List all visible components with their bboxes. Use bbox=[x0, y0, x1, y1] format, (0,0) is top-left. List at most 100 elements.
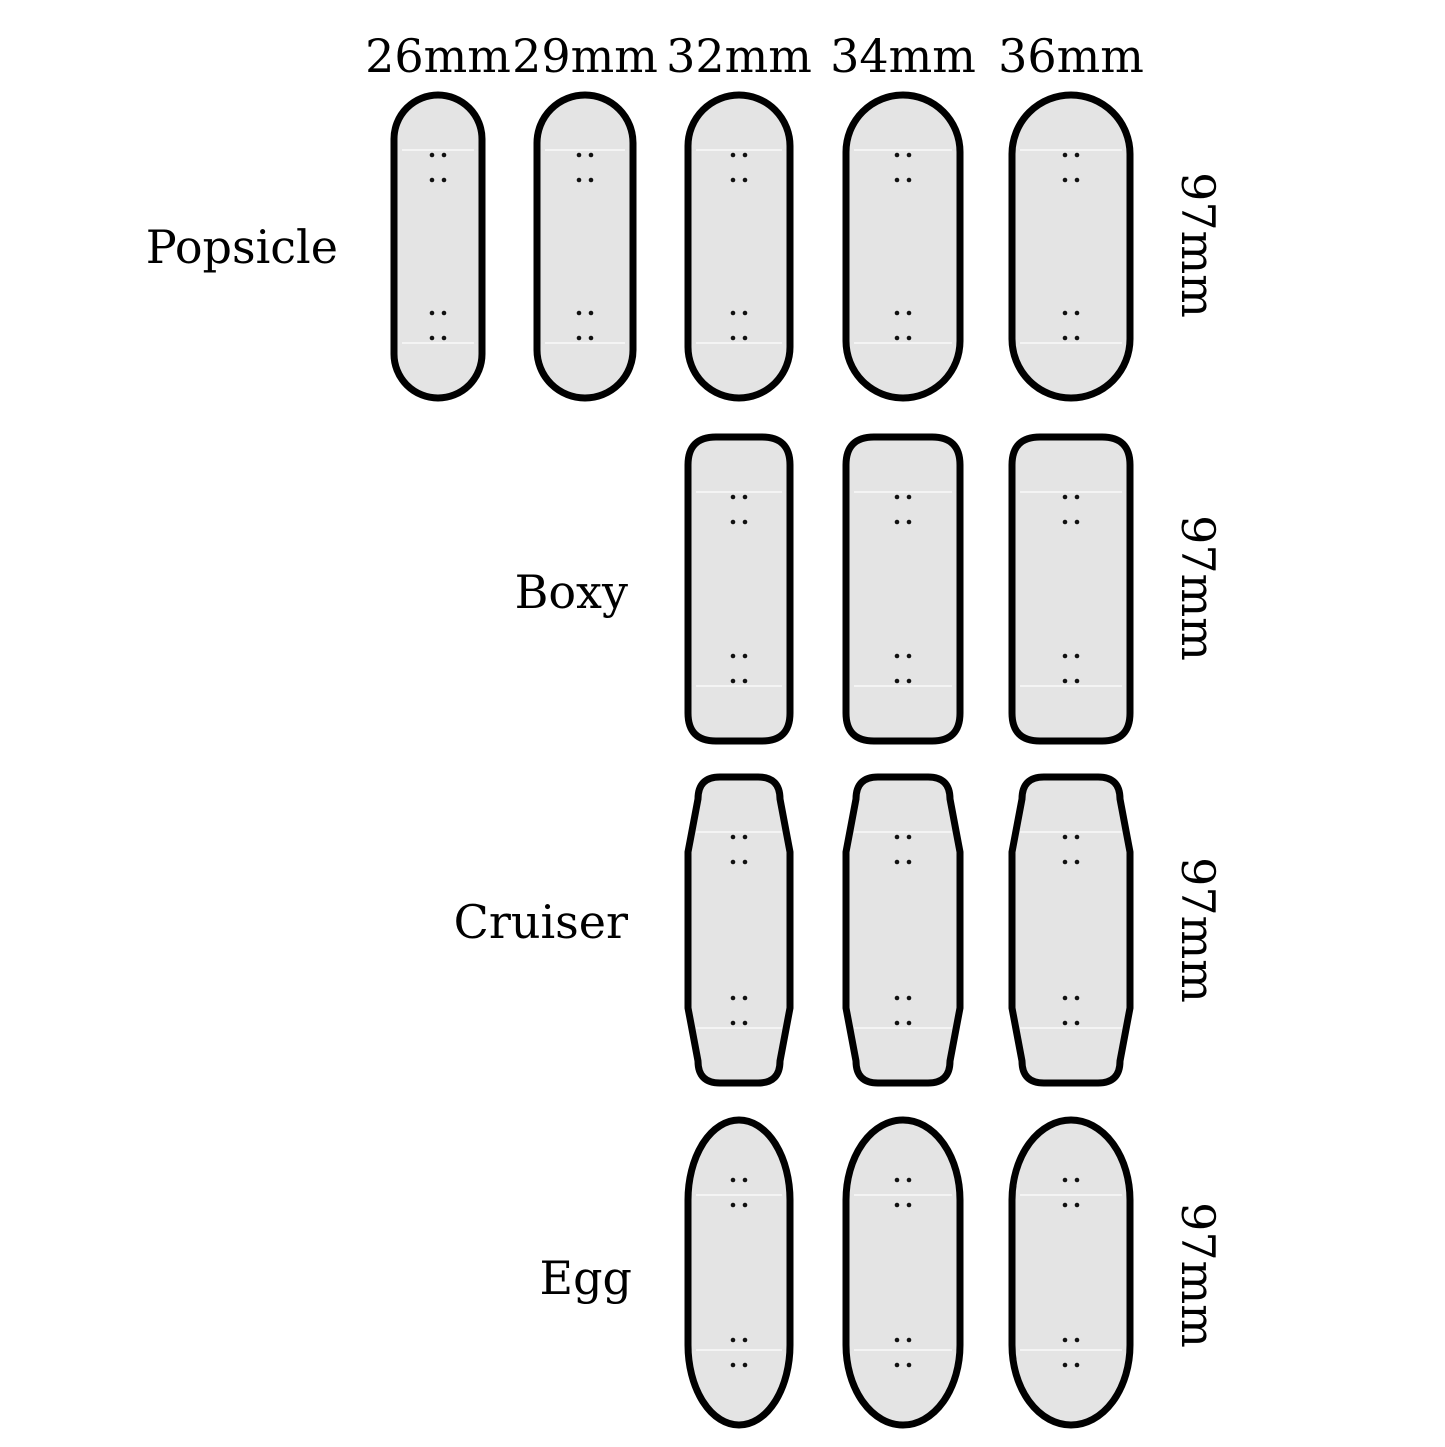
width-label-29mm: 29mm bbox=[512, 29, 658, 83]
truck-hole bbox=[730, 1202, 736, 1208]
length-labels: 97mm 97mm 97mm 97mm bbox=[1171, 172, 1225, 1348]
truck-hole bbox=[1074, 1177, 1080, 1183]
truck-hole bbox=[588, 152, 594, 158]
truck-hole bbox=[576, 152, 582, 158]
truck-hole bbox=[730, 310, 736, 316]
truck-hole bbox=[1062, 859, 1068, 865]
truck-hole bbox=[906, 1177, 912, 1183]
truck-hole bbox=[730, 653, 736, 659]
truck-hole bbox=[742, 995, 748, 1001]
truck-hole bbox=[906, 1362, 912, 1368]
truck-hole bbox=[894, 1337, 900, 1343]
deck-popsicle-26mm bbox=[390, 91, 486, 402]
truck-hole bbox=[429, 177, 435, 183]
truck-hole bbox=[894, 335, 900, 341]
width-label-26mm: 26mm bbox=[365, 29, 511, 83]
truck-hole bbox=[576, 335, 582, 341]
truck-hole bbox=[1062, 335, 1068, 341]
truck-hole bbox=[742, 1177, 748, 1183]
truck-hole bbox=[1062, 177, 1068, 183]
truck-hole bbox=[894, 1177, 900, 1183]
truck-hole bbox=[894, 1202, 900, 1208]
truck-hole bbox=[742, 859, 748, 865]
truck-hole bbox=[1074, 653, 1080, 659]
truck-hole bbox=[1062, 678, 1068, 684]
deck-cruiser-32mm bbox=[684, 773, 794, 1087]
deck-popsicle-36mm bbox=[1008, 91, 1134, 402]
truck-hole bbox=[906, 310, 912, 316]
truck-hole bbox=[1074, 519, 1080, 525]
truck-hole bbox=[730, 1020, 736, 1026]
truck-hole bbox=[730, 834, 736, 840]
truck-hole bbox=[742, 177, 748, 183]
length-label-egg: 97mm bbox=[1171, 1202, 1225, 1348]
truck-hole bbox=[1062, 653, 1068, 659]
truck-hole bbox=[894, 653, 900, 659]
truck-hole bbox=[906, 859, 912, 865]
deck-egg-34mm bbox=[842, 1116, 964, 1429]
truck-hole bbox=[894, 1020, 900, 1026]
truck-hole bbox=[588, 177, 594, 183]
truck-hole bbox=[1074, 1020, 1080, 1026]
truck-hole bbox=[906, 1202, 912, 1208]
length-label-boxy: 97mm bbox=[1171, 515, 1225, 661]
truck-hole bbox=[742, 152, 748, 158]
truck-hole bbox=[1062, 834, 1068, 840]
truck-hole bbox=[1062, 1337, 1068, 1343]
truck-hole bbox=[894, 177, 900, 183]
truck-hole bbox=[906, 519, 912, 525]
truck-hole bbox=[1062, 310, 1068, 316]
truck-hole bbox=[1074, 1337, 1080, 1343]
truck-hole bbox=[1074, 995, 1080, 1001]
truck-hole bbox=[742, 494, 748, 500]
truck-hole bbox=[730, 1362, 736, 1368]
width-label-36mm: 36mm bbox=[998, 29, 1144, 83]
truck-hole bbox=[1074, 834, 1080, 840]
deck-egg-32mm bbox=[684, 1116, 794, 1429]
truck-hole bbox=[1062, 1202, 1068, 1208]
shape-label-egg: Egg bbox=[540, 1251, 632, 1305]
truck-hole bbox=[742, 653, 748, 659]
truck-hole bbox=[429, 310, 435, 316]
truck-hole bbox=[1062, 519, 1068, 525]
truck-hole bbox=[730, 177, 736, 183]
truck-hole bbox=[730, 1177, 736, 1183]
shape-labels: Popsicle Boxy Cruiser Egg bbox=[146, 220, 632, 1305]
deck-cruiser-34mm bbox=[842, 773, 964, 1087]
truck-hole bbox=[894, 1362, 900, 1368]
deck-boxy-32mm bbox=[684, 433, 794, 745]
truck-hole bbox=[906, 152, 912, 158]
truck-hole bbox=[906, 653, 912, 659]
deck-egg-36mm bbox=[1008, 1116, 1134, 1429]
truck-hole bbox=[730, 152, 736, 158]
deck-boxy-34mm bbox=[842, 433, 964, 745]
truck-hole bbox=[429, 335, 435, 341]
truck-hole bbox=[742, 834, 748, 840]
truck-hole bbox=[730, 1337, 736, 1343]
truck-hole bbox=[906, 678, 912, 684]
truck-hole bbox=[1074, 1362, 1080, 1368]
shape-label-boxy: Boxy bbox=[515, 565, 628, 619]
truck-hole bbox=[906, 335, 912, 341]
truck-hole bbox=[906, 177, 912, 183]
truck-hole bbox=[742, 1337, 748, 1343]
truck-hole bbox=[1062, 152, 1068, 158]
truck-hole bbox=[894, 310, 900, 316]
deck-cruiser-36mm bbox=[1008, 773, 1134, 1087]
truck-hole bbox=[1074, 1202, 1080, 1208]
truck-hole bbox=[588, 335, 594, 341]
width-label-32mm: 32mm bbox=[666, 29, 812, 83]
deck-popsicle-34mm bbox=[842, 91, 964, 402]
truck-hole bbox=[1074, 335, 1080, 341]
truck-hole bbox=[441, 177, 447, 183]
truck-hole bbox=[894, 995, 900, 1001]
truck-hole bbox=[906, 834, 912, 840]
truck-hole bbox=[894, 519, 900, 525]
truck-hole bbox=[441, 335, 447, 341]
truck-hole bbox=[1074, 859, 1080, 865]
truck-hole bbox=[1062, 1020, 1068, 1026]
length-label-cruiser: 97mm bbox=[1171, 857, 1225, 1003]
truck-hole bbox=[1074, 678, 1080, 684]
truck-hole bbox=[730, 859, 736, 865]
